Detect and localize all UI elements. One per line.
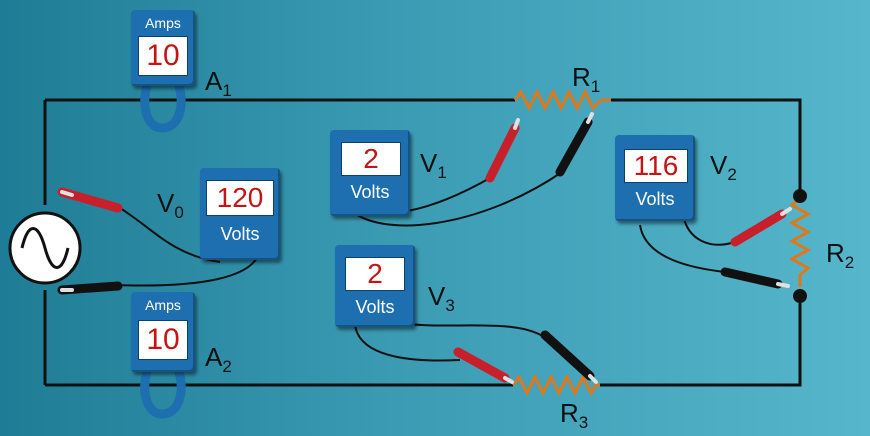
voltmeter-v3-label: V3 [428, 281, 455, 315]
voltmeter-unit-label: Volts [350, 182, 390, 202]
terminal-dot [793, 189, 807, 203]
voltmeter-reading: 2 [345, 257, 405, 291]
voltmeter-unit-label: Volts [635, 189, 675, 209]
wire-right [45, 295, 802, 387]
voltmeter-v0: 120 Volts [200, 168, 280, 260]
voltmeter-v2-label: V2 [710, 150, 737, 184]
resistor-r1-icon [513, 88, 611, 112]
clamp-a2-icon [140, 366, 186, 419]
resistor-r3-icon [511, 373, 600, 397]
probe-v3-black [540, 330, 595, 381]
probe-v1-red [485, 123, 520, 183]
voltmeter-v3: 2 Volts [335, 245, 415, 327]
probe-v3-red [453, 347, 510, 383]
ammeter-a1: Amps 10 [131, 10, 195, 86]
ammeter-reading: 10 [138, 320, 188, 360]
ammeter-a2-label: A2 [205, 342, 232, 376]
resistor-r1-label: R1 [572, 62, 601, 96]
clamp-a1-icon [140, 80, 186, 133]
probe-v2-black [720, 267, 783, 289]
resistor-r3-label: R3 [560, 398, 589, 432]
voltmeter-v1: 2 Volts [330, 130, 410, 216]
ammeter-unit-label: Amps [145, 297, 181, 313]
ammeter-a2: Amps 10 [131, 292, 195, 372]
probe-v1-black [555, 117, 593, 177]
ammeter-reading: 10 [138, 36, 188, 76]
voltmeter-reading: 116 [624, 149, 688, 183]
voltmeter-reading: 2 [341, 142, 401, 176]
voltmeter-unit-label: Volts [220, 224, 260, 244]
probe-v2-red [730, 209, 787, 247]
ammeter-unit-label: Amps [145, 15, 181, 31]
voltmeter-v0-label: V0 [157, 188, 184, 222]
voltmeter-v1-label: V1 [420, 148, 447, 182]
sine-wave-icon [20, 227, 70, 269]
voltmeter-reading: 120 [206, 180, 274, 216]
resistor-r2-icon [788, 196, 812, 287]
voltmeter-v2: 116 Volts [615, 135, 695, 221]
ammeter-a1-label: A1 [205, 66, 232, 100]
resistor-r2-label: R2 [826, 238, 855, 272]
terminal-dot [793, 289, 807, 303]
voltmeter-unit-label: Volts [355, 297, 395, 317]
wire-top [45, 98, 802, 198]
